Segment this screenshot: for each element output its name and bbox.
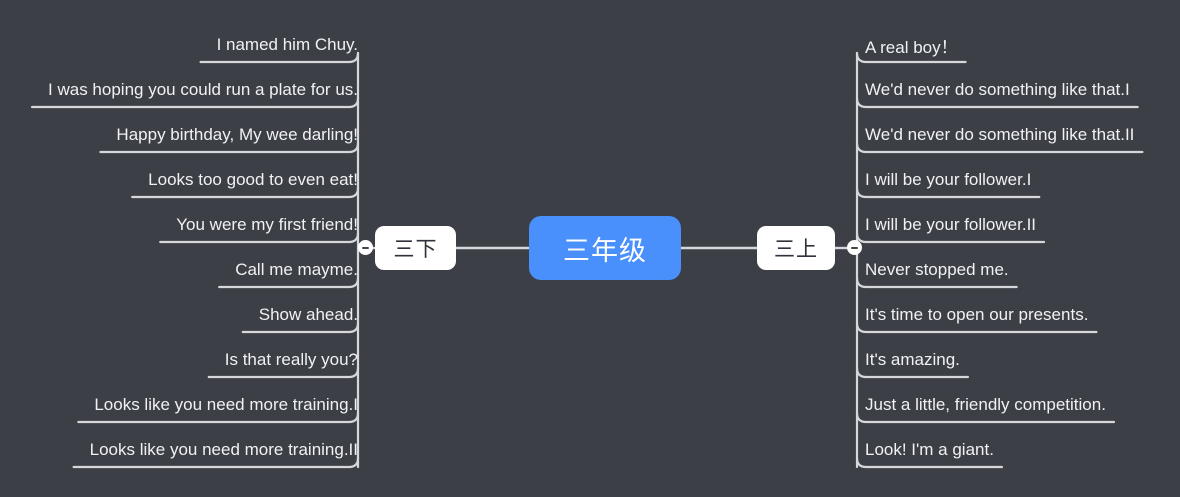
leaf-item[interactable]: Show ahead. (258, 305, 358, 324)
leaf-item[interactable]: Call me mayme. (235, 260, 358, 279)
leaf-item[interactable]: I was hoping you could run a plate for u… (48, 80, 358, 99)
leaf-item[interactable]: It's amazing. (865, 350, 960, 369)
branch-node-right[interactable]: 三上 (757, 226, 835, 270)
leaf-item[interactable]: Looks too good to even eat! (148, 170, 358, 189)
leaf-item[interactable]: Looks like you need more training.I (94, 395, 358, 414)
minus-icon (851, 246, 858, 249)
leaf-item[interactable]: A real boy！ (865, 37, 958, 57)
branch-node-right-label: 三上 (774, 238, 818, 261)
collapse-button-left[interactable] (358, 240, 373, 255)
leaf-item[interactable]: You were my first friend! (176, 215, 358, 234)
leaf-item[interactable]: We'd never do something like that.I (865, 80, 1130, 99)
collapse-button-right[interactable] (847, 240, 862, 255)
leaf-item[interactable]: Happy birthday, My wee darling! (116, 125, 358, 144)
branch-node-left-label: 三下 (393, 238, 438, 261)
leaf-item[interactable]: I will be your follower.II (865, 215, 1037, 234)
leaf-item[interactable]: It's time to open our presents. (865, 305, 1089, 324)
leaf-item[interactable]: I will be your follower.I (865, 170, 1032, 189)
leaf-item[interactable]: Looks like you need more training.II (89, 440, 358, 459)
leaf-item[interactable]: Look! I'm a giant. (865, 440, 994, 459)
leaf-item[interactable]: Is that really you? (224, 350, 358, 369)
leaf-item[interactable]: I named him Chuy. (216, 35, 358, 54)
root-node[interactable]: 三年级 (529, 216, 681, 280)
leaf-item[interactable]: Never stopped me. (865, 260, 1009, 279)
leaf-item[interactable]: Just a little, friendly competition. (865, 395, 1106, 414)
branch-node-left[interactable]: 三下 (375, 226, 456, 270)
leaf-item[interactable]: We'd never do something like that.II (865, 125, 1135, 144)
minus-icon (362, 246, 369, 249)
root-node-label: 三年级 (563, 235, 647, 266)
